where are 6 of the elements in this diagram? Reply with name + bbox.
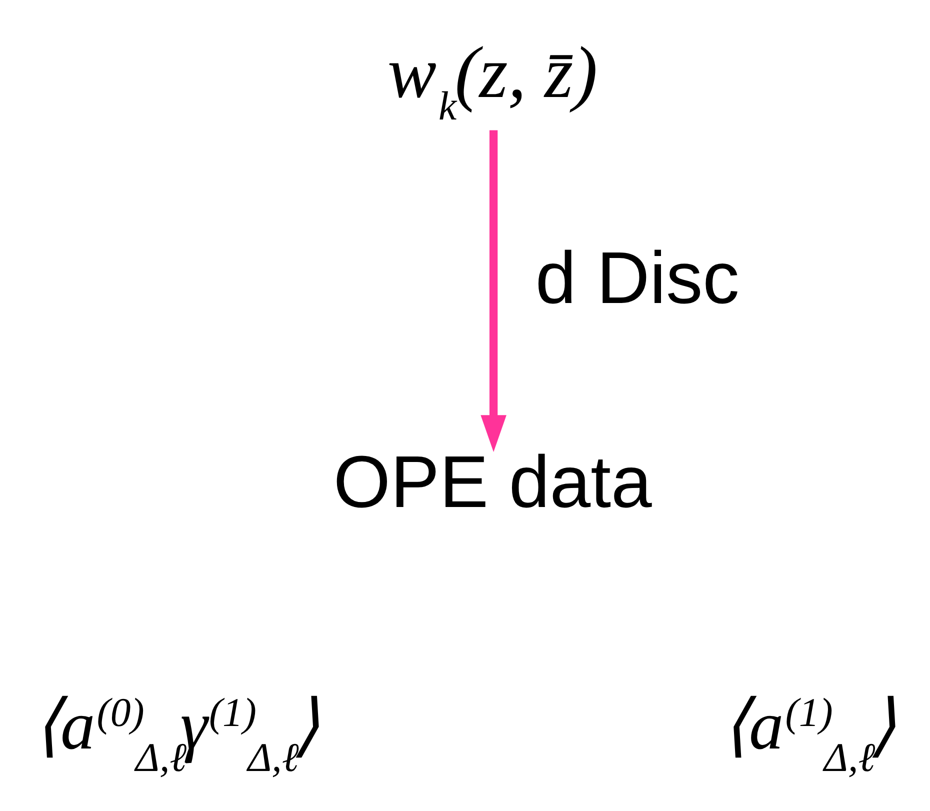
node-text: OPE data bbox=[332, 441, 652, 524]
edge-label: d Disc bbox=[534, 237, 739, 320]
arrow bbox=[480, 130, 506, 452]
node-text: w$_{k}$(z, z̄) bbox=[386, 32, 598, 129]
label: ⟨a$^{(0)}$$_{Δ,ℓ}$γ$^{(1)}$$_{Δ,ℓ}$⟩ bbox=[33, 688, 320, 780]
label: ⟨a$^{(1)}$$_{Δ,ℓ}$⟩ bbox=[722, 688, 896, 780]
